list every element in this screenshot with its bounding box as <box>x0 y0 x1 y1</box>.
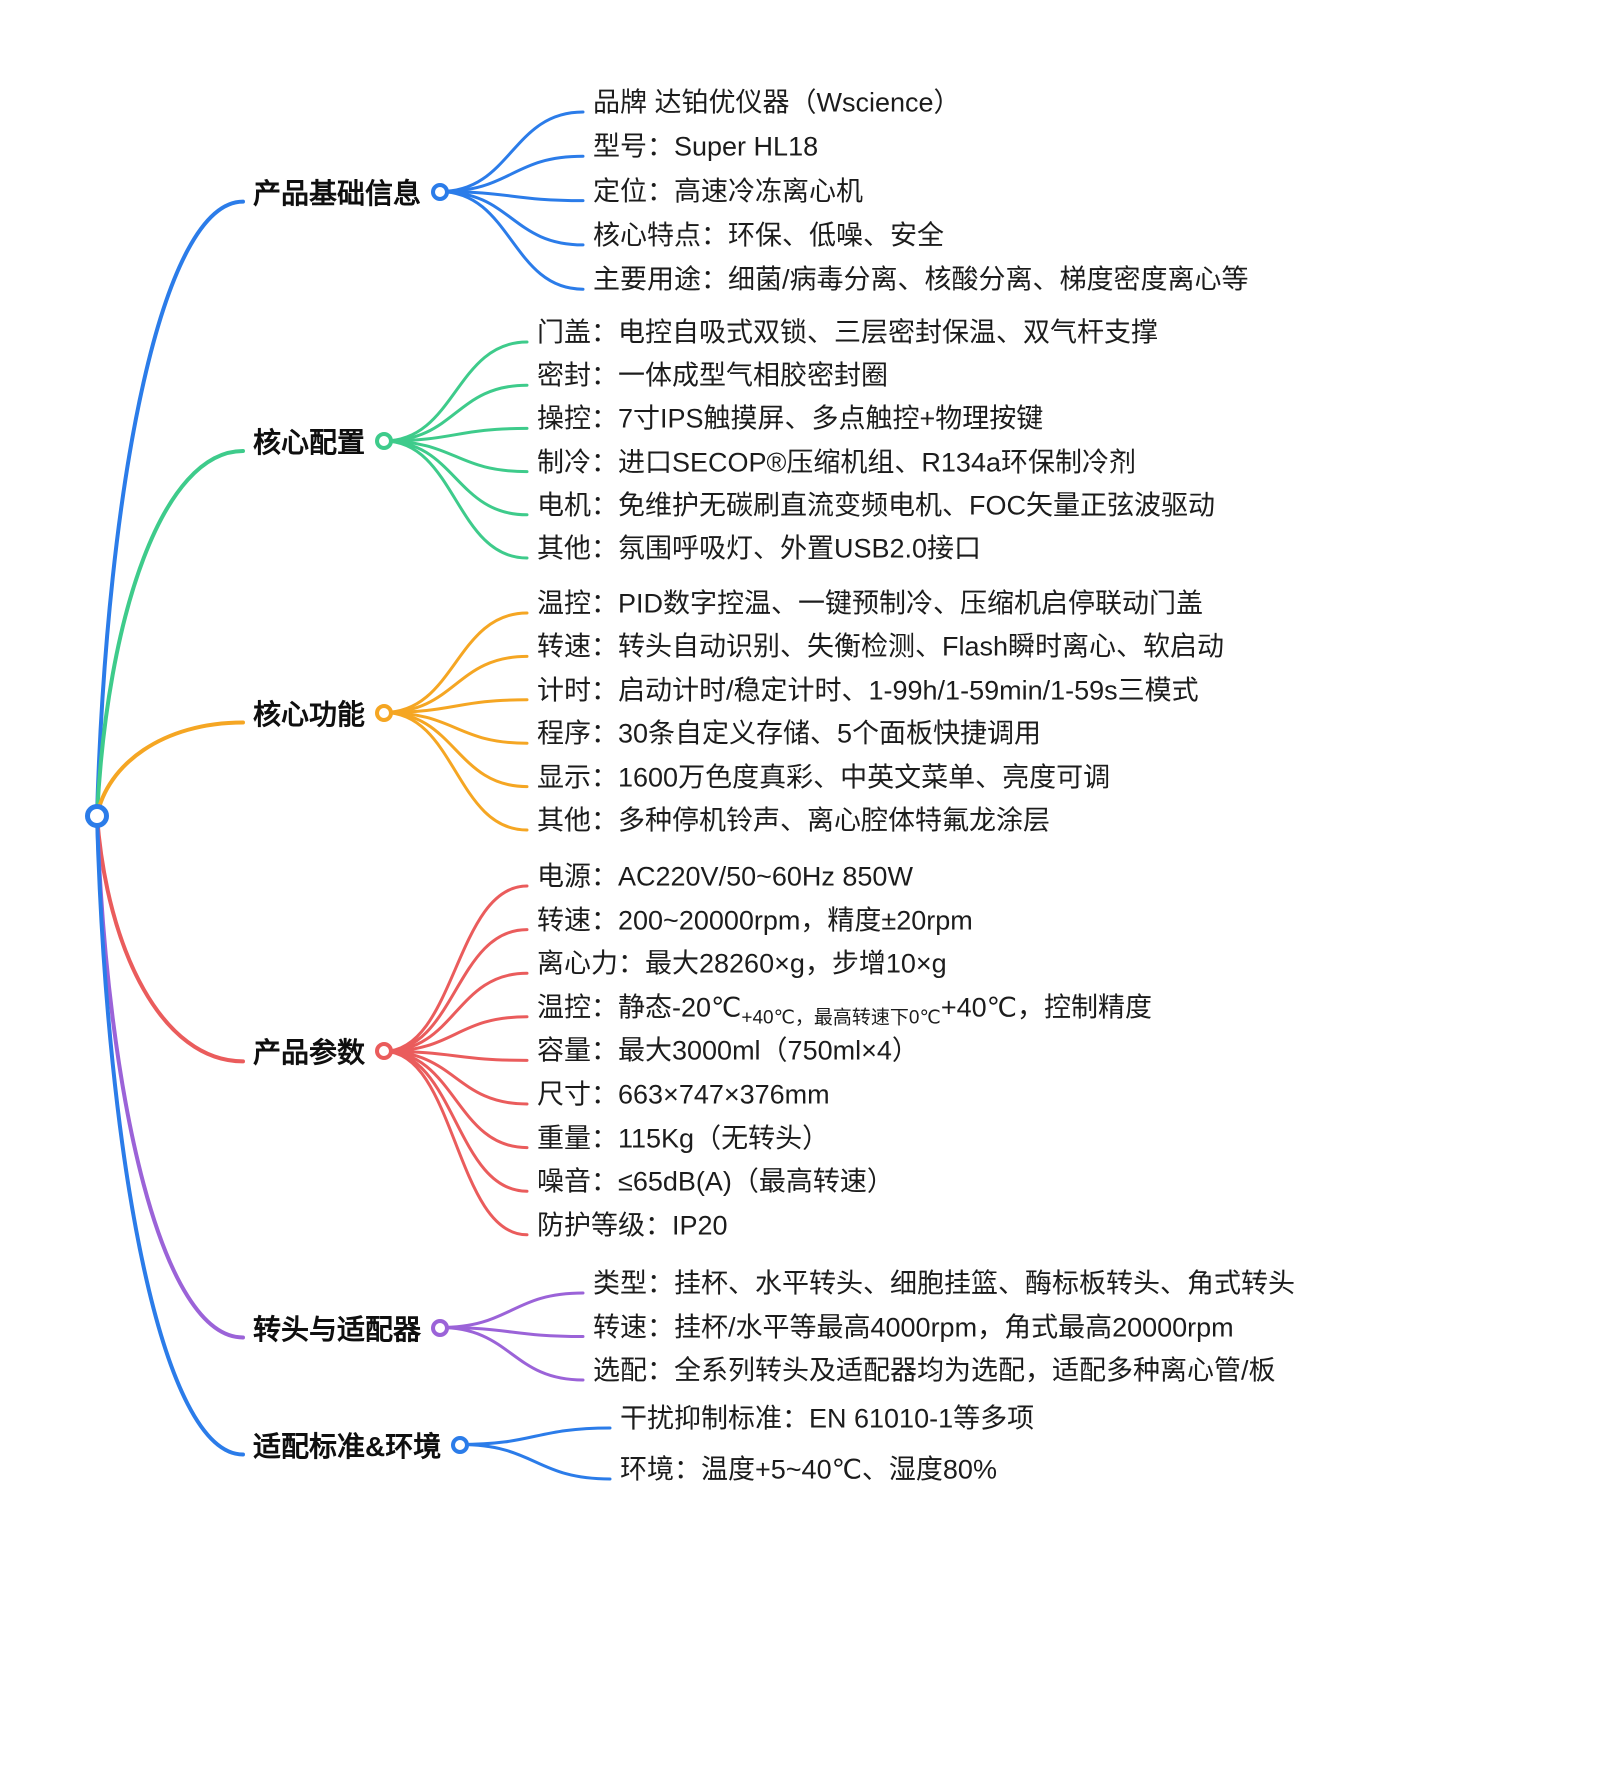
leaf-node[interactable]: 尺寸：663×747×376mm <box>537 1079 830 1110</box>
branch-label: 核心配置 <box>253 427 366 458</box>
leaf-node[interactable]: 转速：200~20000rpm，精度±20rpm <box>537 905 973 936</box>
connector-curve <box>438 110 585 194</box>
connector-curve <box>458 1426 612 1446</box>
leaf-node[interactable]: 计时：启动计时/稳定计时、1-99h/1-59min/1-59s三模式 <box>537 675 1199 706</box>
branch-node[interactable]: 核心配置 <box>253 421 394 461</box>
leaf-node[interactable]: 其他：多种停机铃声、离心腔体特氟龙涂层 <box>537 805 1050 836</box>
connector-curve <box>382 1049 529 1193</box>
connector-curve <box>438 190 585 203</box>
connector-curve <box>382 439 529 560</box>
leaf-text: 温控：静态-20℃ <box>537 992 742 1023</box>
leaf-node[interactable]: 显示：1600万色度真彩、中英文菜单、亮度可调 <box>537 762 1111 793</box>
leaf-text: +40℃，控制精度 <box>940 992 1152 1023</box>
connector-curve <box>438 1326 585 1338</box>
connector-curve <box>382 611 529 714</box>
connector-curve <box>95 199 245 818</box>
branch-label: 转头与适配器 <box>253 1313 422 1345</box>
leaf-node[interactable]: 电机：免维护无碳刷直流变频电机、FOC矢量正弦波驱动 <box>537 490 1215 521</box>
leaf-node[interactable]: 定位：高速冷冻离心机 <box>593 176 863 207</box>
root-node[interactable] <box>85 804 109 828</box>
connector-curve <box>438 190 585 291</box>
leaf-node[interactable]: 选配：全系列转头及适配器均为选配，适配多种离心管/板 <box>593 1355 1276 1386</box>
connector-curve <box>382 884 529 1053</box>
leaf-node[interactable]: 容量：最大3000ml（750ml×4） <box>537 1035 919 1066</box>
leaf-node[interactable]: 密封：一体成型气相胶密封圈 <box>537 360 888 391</box>
leaf-node[interactable]: 重量：115Kg（无转头） <box>537 1123 830 1154</box>
branch-connector-dot[interactable] <box>431 182 450 201</box>
connector-curve <box>382 698 529 714</box>
connector-curve <box>438 1326 585 1382</box>
leaf-node[interactable]: 转速：转头自动识别、失衡检测、Flash瞬时离心、软启动 <box>537 631 1225 662</box>
connector-curve <box>458 1443 612 1481</box>
branch-connector-dot[interactable] <box>375 432 394 450</box>
leaf-node[interactable]: 电源：AC220V/50~60Hz 850W <box>537 861 913 892</box>
branch-label: 产品基础信息 <box>253 177 422 209</box>
branch-node[interactable]: 产品参数 <box>253 1031 394 1071</box>
leaf-node[interactable]: 环境：温度+5~40℃、湿度80% <box>620 1454 997 1485</box>
connector-curve <box>438 190 585 247</box>
branch-node[interactable]: 产品基础信息 <box>253 172 450 212</box>
leaf-node[interactable]: 温控：静态-20℃+40℃，最高转速下0℃+40℃，控制精度 <box>537 992 1152 1028</box>
leaf-node[interactable]: 品牌 达铂优仪器（Wscience） <box>593 87 961 118</box>
branch-label: 适配标准&环境 <box>253 1430 442 1462</box>
leaf-node[interactable]: 防护等级：IP20 <box>537 1210 728 1241</box>
connector-curve <box>95 814 245 1064</box>
branch-connector-dot[interactable] <box>375 703 394 722</box>
connector-curve <box>438 1291 585 1329</box>
connector-curve <box>382 1049 529 1062</box>
leaf-node[interactable]: 其他：氛围呼吸灯、外置USB2.0接口 <box>537 533 982 564</box>
connector-curve <box>382 426 529 443</box>
connector-curve <box>382 928 529 1053</box>
leaf-node[interactable]: 门盖：电控自吸式双锁、三层密封保温、双气杆支撑 <box>537 317 1158 348</box>
leaf-node[interactable]: 制冷：进口SECOP®压缩机组、R134a环保制冷剂 <box>537 447 1136 478</box>
leaf-node[interactable]: 型号：Super HL18 <box>593 131 819 162</box>
branch-node[interactable]: 适配标准&环境 <box>253 1425 470 1465</box>
connector-curve <box>382 383 529 443</box>
leaf-node[interactable]: 噪音：≤65dB(A)（最高转速） <box>537 1166 894 1197</box>
connector-curve <box>382 1049 529 1237</box>
leaf-node[interactable]: 程序：30条自定义存储、5个面板快捷调用 <box>537 718 1042 749</box>
leaf-node[interactable]: 温控：PID数字控温、一键预制冷、压缩机启停联动门盖 <box>537 588 1204 619</box>
connector-curve <box>382 971 529 1053</box>
leaf-node[interactable]: 干扰抑制标准：EN 61010-1等多项 <box>620 1403 1035 1434</box>
connector-curve <box>382 654 529 714</box>
leaf-node[interactable]: 核心特点：环保、低噪、安全 <box>593 220 944 251</box>
connector-curve <box>382 711 529 832</box>
branch-label: 产品参数 <box>253 1037 366 1069</box>
connector-curve <box>382 439 529 474</box>
branch-connector-dot[interactable] <box>431 1318 450 1337</box>
connector-curve <box>382 711 529 789</box>
branch-connector-dot[interactable] <box>451 1435 470 1454</box>
branch-label: 核心功能 <box>253 698 366 730</box>
branch-connector-dot[interactable] <box>375 1042 394 1061</box>
leaf-node[interactable]: 操控：7寸IPS触摸屏、多点触控+物理按键 <box>537 403 1044 434</box>
connector-curve <box>438 154 585 194</box>
branch-node[interactable]: 转头与适配器 <box>253 1308 450 1348</box>
leaf-node[interactable]: 转速：挂杯/水平等最高4000rpm，角式最高20000rpm <box>593 1311 1234 1342</box>
connector-curve <box>95 814 245 1340</box>
connector-curve <box>95 720 245 818</box>
connector-curve <box>382 439 529 517</box>
leaf-node[interactable]: 主要用途：细菌/病毒分离、核酸分离、梯度密度离心等 <box>593 264 1249 295</box>
connector-curve <box>382 1015 529 1053</box>
connector-curve <box>382 1049 529 1150</box>
connector-curve <box>382 340 529 443</box>
leaf-node[interactable]: 离心力：最大28260×g，步增10×g <box>537 948 947 979</box>
leaf-node[interactable]: 类型：挂杯、水平转头、细胞挂篮、酶标板转头、角式转头 <box>593 1268 1295 1299</box>
connector-curve <box>95 449 245 818</box>
connector-curve <box>382 711 529 745</box>
connector-curve <box>95 814 245 1457</box>
leaf-subscript-text: +40℃，最高转速下0℃ <box>741 1007 941 1029</box>
branch-node[interactable]: 核心功能 <box>253 693 394 733</box>
